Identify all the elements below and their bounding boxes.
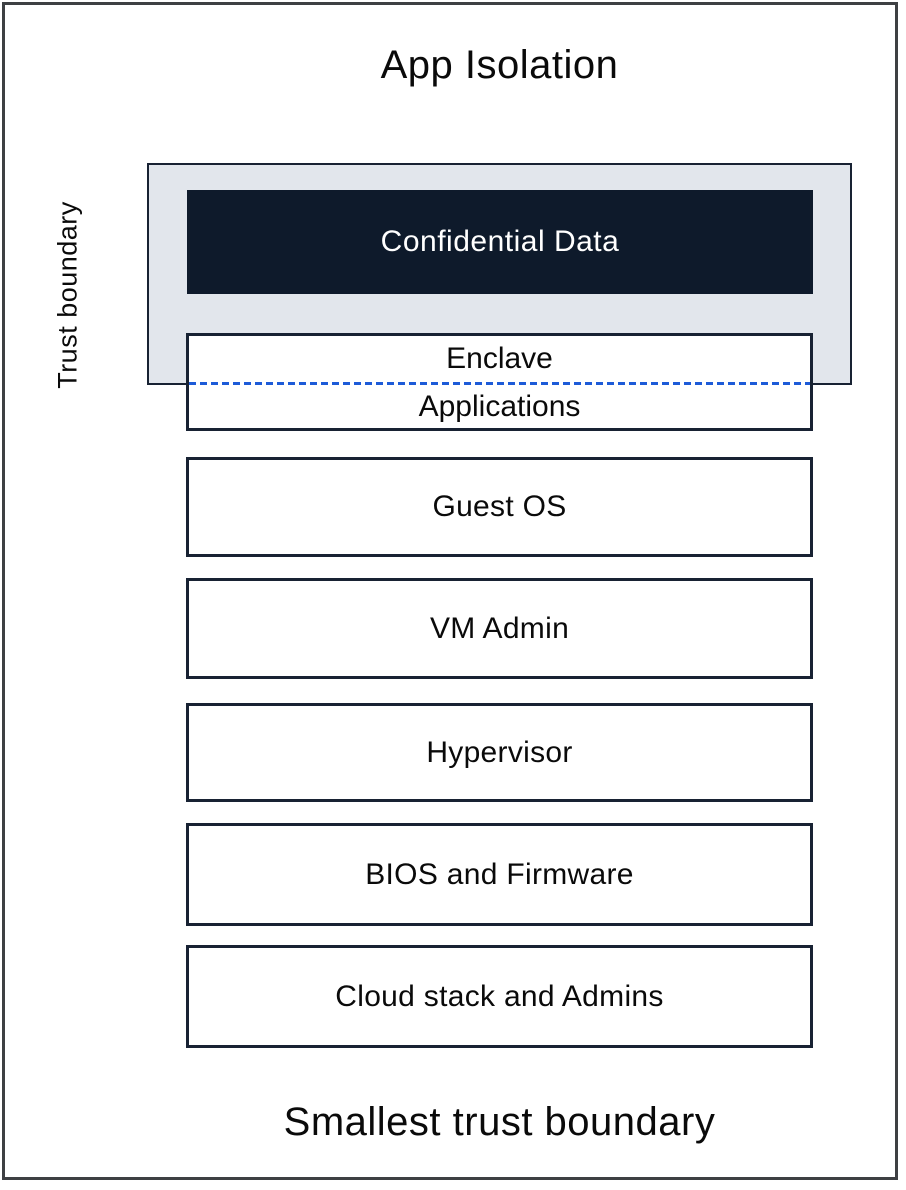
- enclave-applications-box: Enclave Applications: [186, 333, 813, 431]
- diagram-outer-frame: [2, 2, 898, 1180]
- applications-label: Applications: [418, 389, 581, 423]
- confidential-data-box: Confidential Data: [187, 190, 813, 294]
- layer-box-bios-firmware: BIOS and Firmware: [186, 823, 813, 926]
- layer-box-hypervisor: Hypervisor: [186, 703, 813, 802]
- layer-box-vm-admin: VM Admin: [186, 578, 813, 679]
- layer-box-cloud-stack-admins: Cloud stack and Admins: [186, 945, 813, 1048]
- diagram-title: App Isolation: [380, 43, 619, 87]
- layer-box-guest-os: Guest OS: [186, 457, 813, 557]
- trust-boundary-axis-label: Trust boundary: [52, 201, 83, 389]
- enclave-label: Enclave: [446, 342, 553, 375]
- confidential-data-label: Confidential Data: [380, 225, 620, 258]
- smallest-trust-boundary-caption: Smallest trust boundary: [283, 1100, 716, 1144]
- trust-boundary-dashed-line: [189, 382, 810, 385]
